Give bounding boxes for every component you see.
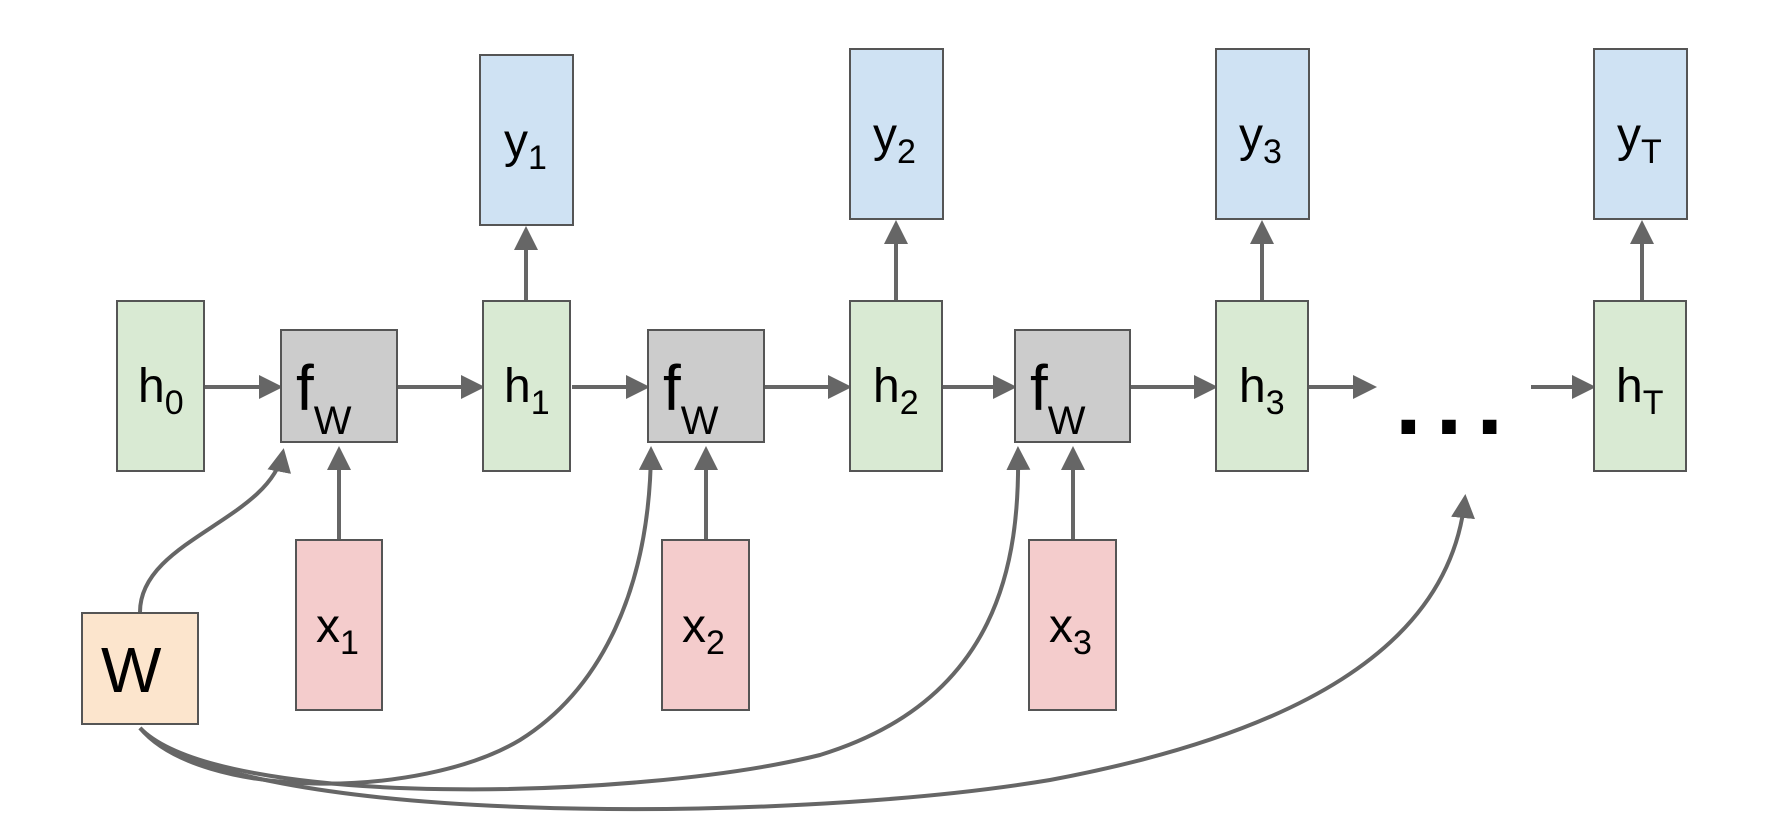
node-y1: y1 (479, 54, 574, 226)
node-h0-box (116, 300, 205, 472)
node-h3-label: h3 (1239, 360, 1285, 422)
node-y3-box (1215, 48, 1310, 220)
node-h2-box (849, 300, 943, 472)
edges (138, 220, 1654, 812)
node-y1-box (479, 54, 574, 226)
node-h1: h1 (482, 300, 571, 472)
node-h0-label: h0 (138, 360, 184, 422)
edge-W-to-fw2 (138, 446, 663, 786)
node-x2: x2 (661, 539, 750, 711)
node-hT-label: hT (1616, 360, 1663, 422)
node-fw1-label: fW (296, 352, 352, 443)
node-x1-label: x1 (316, 600, 359, 662)
node-yT-box (1593, 48, 1688, 220)
node-fw1-box (280, 329, 398, 443)
node-y3-label: y3 (1239, 109, 1282, 171)
node-fw2-label: fW (663, 352, 719, 443)
ellipsis: ... (1395, 348, 1517, 455)
edge-W-to-fw3 (138, 446, 1031, 792)
node-fw3: fW (1014, 329, 1131, 443)
node-y1-label: y1 (504, 115, 547, 177)
node-fw3-box (1014, 329, 1131, 443)
node-y2-label: y2 (873, 109, 916, 171)
node-fw2: fW (647, 329, 765, 443)
node-x3-label: x3 (1049, 600, 1092, 662)
node-y2-box (849, 48, 944, 220)
edge-W-to-fw1 (138, 448, 291, 613)
node-h0: h0 (116, 300, 205, 472)
node-yT: yT (1593, 48, 1688, 220)
node-x3-box (1028, 539, 1117, 711)
node-x3: x3 (1028, 539, 1117, 711)
node-W-label: W (101, 634, 162, 706)
node-h3: h3 (1215, 300, 1309, 472)
node-fw2-box (647, 329, 765, 443)
node-h3-box (1215, 300, 1309, 472)
node-yT-label: yT (1617, 109, 1662, 171)
node-h2: h2 (849, 300, 943, 472)
node-x2-box (661, 539, 750, 711)
node-W: W (81, 612, 199, 725)
edge-W-to-ellipsis (138, 494, 1475, 812)
node-h2-label: h2 (873, 360, 919, 422)
node-fw3-label: fW (1030, 352, 1086, 443)
node-x1: x1 (295, 539, 383, 711)
node-hT-box (1593, 300, 1687, 472)
node-x1-box (295, 539, 383, 711)
node-hT: hT (1593, 300, 1687, 472)
node-y2: y2 (849, 48, 944, 220)
node-W-box (81, 612, 199, 725)
node-h1-box (482, 300, 571, 472)
node-y3: y3 (1215, 48, 1310, 220)
node-fw1: fW (280, 329, 398, 443)
node-h1-label: h1 (504, 360, 550, 422)
node-x2-label: x2 (682, 600, 725, 662)
